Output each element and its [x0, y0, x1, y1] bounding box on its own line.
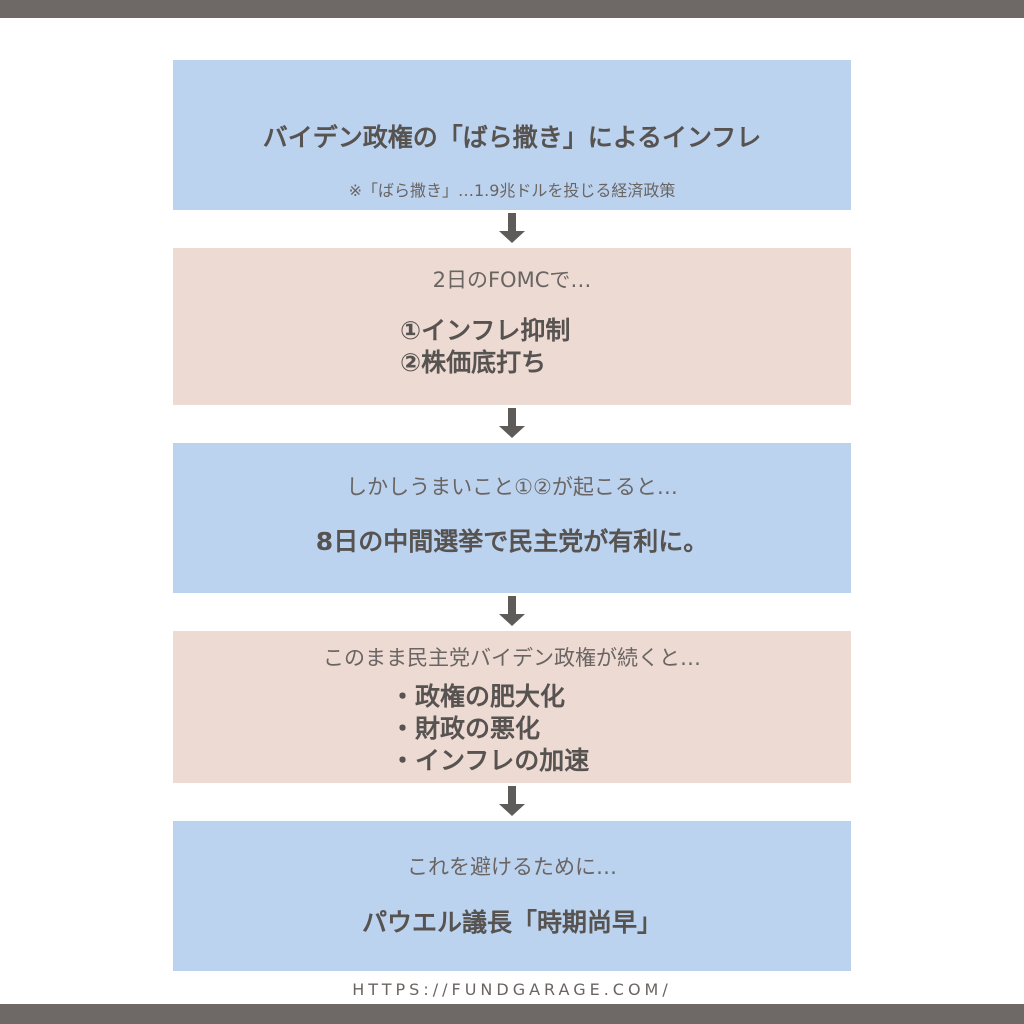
step-1-title: バイデン政権の「ばら撒き」によるインフレ: [262, 123, 762, 152]
footer-url: HTTPS://FUNDGARAGE.COM/: [352, 980, 672, 999]
step-box-4: このまま民主党バイデン政権が続くと… ・政権の肥大化 ・財政の悪化 ・インフレの…: [173, 631, 851, 783]
step-box-3: しかしうまいこと①②が起こると… 8日の中間選挙で民主党が有利に。: [173, 443, 851, 593]
step-2-item: ②株価底打ち: [400, 348, 547, 377]
step-4-item: ・財政の悪化: [390, 714, 541, 743]
step-3-intro: しかしうまいこと①②が起こると…: [346, 475, 678, 499]
step-5-result: パウエル議長「時期尚早」: [361, 908, 662, 937]
step-1-note: ※「ばら撒き」…1.9兆ドルを投じる経済政策: [348, 181, 676, 200]
step-2-list: ①インフレ抑制 ②株価底打ち: [400, 315, 570, 379]
step-3-result: 8日の中間選挙で民主党が有利に。: [315, 527, 709, 556]
step-5-intro: これを避けるために…: [407, 855, 617, 879]
step-4-item: ・政権の肥大化: [390, 682, 566, 711]
step-2-intro: 2日のFOMCで…: [432, 268, 592, 292]
step-4-item: ・インフレの加速: [390, 746, 590, 775]
step-2-item: ①インフレ抑制: [400, 316, 571, 345]
step-4-intro: このまま民主党バイデン政権が続くと…: [323, 646, 701, 670]
step-4-list: ・政権の肥大化 ・財政の悪化 ・インフレの加速: [390, 681, 589, 777]
bottom-bar: [0, 1004, 1024, 1024]
step-box-1: バイデン政権の「ばら撒き」によるインフレ ※「ばら撒き」…1.9兆ドルを投じる経…: [173, 60, 851, 210]
step-box-2: 2日のFOMCで… ①インフレ抑制 ②株価底打ち: [173, 248, 851, 405]
top-bar: [0, 0, 1024, 18]
step-box-5: これを避けるために… パウエル議長「時期尚早」: [173, 821, 851, 971]
